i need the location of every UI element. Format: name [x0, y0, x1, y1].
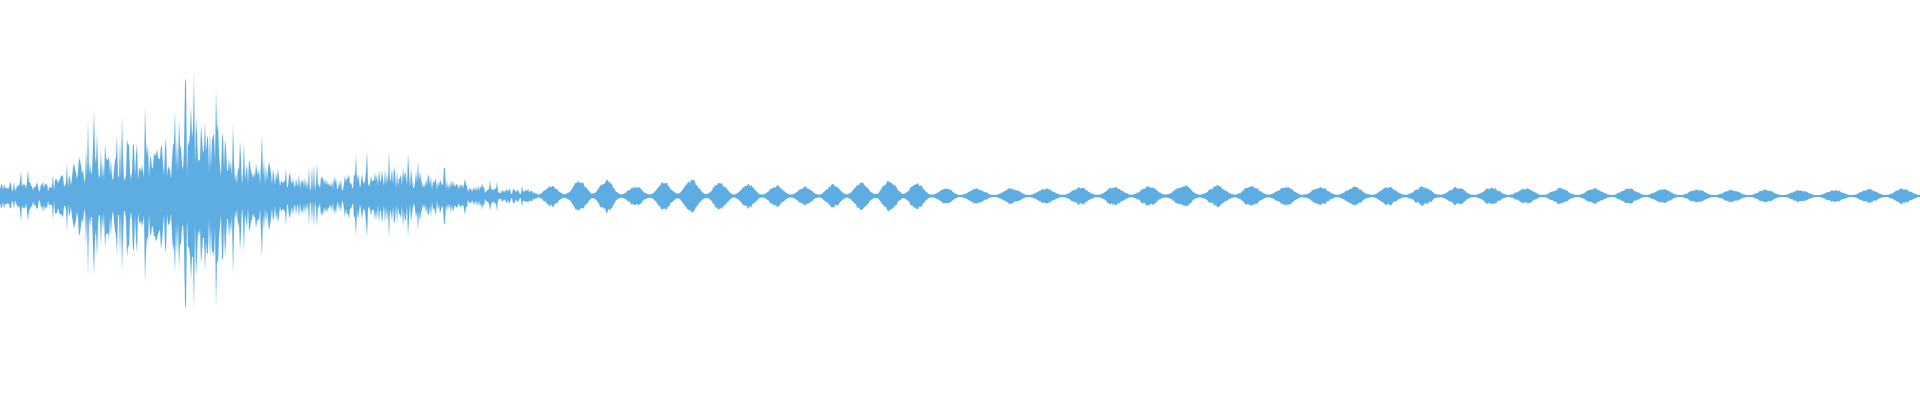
waveform-shape — [0, 71, 1920, 311]
